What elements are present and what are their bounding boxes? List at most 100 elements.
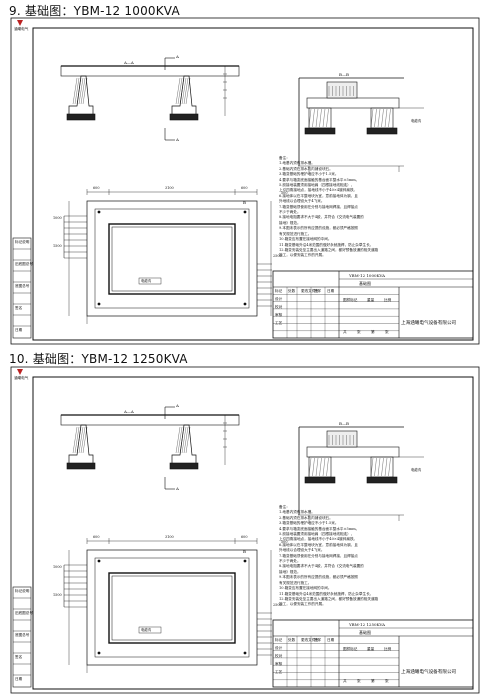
note-line: 7.箱变基础须使用在分别与接地网焊接，且焊接点	[279, 204, 358, 209]
tb-sub-label: 重量	[367, 647, 375, 651]
tb-header: 日期	[327, 638, 335, 642]
tb-sheet-label: 共	[343, 679, 347, 683]
bb-footing-1	[370, 107, 394, 129]
tb-sub-label: 比例	[384, 647, 392, 651]
note-line: 接地》规范。	[279, 569, 301, 574]
note-line: 5.設接地装置须用接地扁（四根接地线相连），	[279, 183, 355, 188]
bb-box	[326, 430, 358, 448]
ground-point-1	[243, 210, 247, 214]
note-line: 10.箱变应布置在接地网的中间。	[279, 237, 332, 242]
notes-title: 备注：	[279, 505, 290, 509]
note-line: 上引四角接地点，接地线不小于40×4镀锌扁铁。	[279, 188, 358, 193]
hatch-line	[179, 77, 185, 105]
inner-frame	[32, 27, 474, 341]
hatch-line	[181, 426, 187, 454]
bb-base-1	[366, 476, 398, 484]
note-line: 8.接地电阻要求不大于4欧，并符合《交流电气装置的	[279, 564, 364, 569]
aa-footing-0	[68, 424, 94, 466]
bb-footing-1	[370, 456, 394, 478]
technical-drawing	[10, 366, 480, 694]
hatch-line	[76, 77, 82, 105]
section-marker-a-bottom: A	[176, 137, 179, 142]
hatch-line	[377, 457, 381, 477]
inner-frame	[32, 376, 474, 690]
tb-header: 处数	[288, 638, 296, 642]
ground-point-3	[243, 302, 247, 306]
bb-base-0	[304, 127, 336, 135]
section-bb-title: B—B	[339, 72, 349, 77]
note-line: 外地线以合理设大于4飞米。	[279, 548, 325, 553]
tb-role: 校对	[275, 654, 283, 658]
note-line: 11.箱变基础外沿4米范围的做好永就施焊，防止杂草生长。	[279, 242, 374, 247]
cable-trench-label: 电缆沟	[411, 119, 422, 123]
aa-base-1	[169, 113, 199, 121]
aa-base-0	[66, 462, 96, 470]
tb-role: 工艺	[275, 321, 283, 325]
title-drawing-name: 基础图	[359, 630, 371, 635]
side-strip-label: 签名	[15, 655, 23, 659]
hatch-line	[78, 77, 84, 105]
tb-sub-label: 比例	[384, 298, 392, 302]
side-strip	[12, 586, 32, 688]
note-line: 1.地基内须有排水槽。	[279, 510, 315, 515]
notes-block: 备注：1.地基内须有排水槽。2.基础内须在排水坑内铺设块石。3.箱变基础的埋护墙…	[279, 505, 378, 608]
note-line: 12.箱变安装处至主要出入道路之间，都好预备放通的相关道路	[279, 596, 379, 601]
note-line: 10.箱变应布置在接地网的中间。	[279, 586, 332, 591]
dim-1500: 1500	[53, 244, 62, 248]
bb-base-0	[304, 476, 336, 484]
tb-header: 签字	[314, 638, 322, 642]
side-strip	[12, 237, 32, 339]
note-line: 上引四角接地点，接地线不小于40×4镀锌扁铁。	[279, 537, 358, 542]
tb-sheet-label: 张	[385, 679, 389, 683]
note-line: 12.箱变安装处至主要出入道路之间，都好预备放通的相关道路	[279, 247, 379, 252]
side-strip-label: 日期	[15, 677, 23, 681]
note-line: 3.箱变基础的埋护墙应不小于1.5米。	[279, 521, 339, 526]
aa-base-1	[169, 462, 199, 470]
note-line: 外地线以合理设大于4飞米。	[279, 199, 325, 204]
dim-500: 500	[281, 191, 288, 195]
dim-2500: 2500	[273, 254, 282, 258]
hatch-line	[72, 426, 78, 454]
plan-box	[108, 223, 236, 295]
title-company: 上海涵曦电气设备有限公司	[401, 670, 457, 675]
note-line: 6.接地体以在平整地块为宜，意前接地体为钢，且	[279, 193, 358, 198]
hatch-line	[82, 426, 88, 454]
bb-footing-0	[308, 107, 332, 129]
section-marker-a-bottom: A	[176, 486, 179, 491]
hatch-line	[322, 108, 326, 128]
hatch-line	[177, 426, 183, 454]
tb-sub-label: 图样标记	[343, 298, 358, 302]
note-line: 不少于两处。	[279, 559, 301, 564]
aa-footing-1	[171, 75, 197, 117]
plan-outer	[86, 200, 258, 317]
note-line: 施工，以便安装工作的开展。	[279, 602, 326, 607]
outer-border	[10, 17, 480, 345]
ground-point-2	[97, 651, 101, 655]
logo-text: 涵曦电气	[14, 376, 29, 380]
hatch-line	[183, 77, 189, 105]
dim-3100: 3100	[165, 535, 174, 539]
tb-header: 标记	[275, 638, 283, 642]
side-strip-label: 签名	[15, 306, 23, 310]
dim-2500: 2500	[273, 603, 282, 607]
plan-box-inner	[111, 226, 233, 292]
note-line: 11.箱变基础外沿4米范围的做好永就施焊，防止杂草生长。	[279, 591, 374, 596]
ground-point-2	[97, 302, 101, 306]
plan-box	[108, 572, 236, 644]
note-line: 1.地基内须有排水槽。	[279, 161, 315, 166]
tb-header: 处数	[288, 289, 296, 293]
logo-icon	[17, 369, 23, 375]
ground-label: 电缆沟	[141, 628, 152, 632]
side-strip-label: 底图总号	[15, 633, 30, 637]
note-line: 8.接地电阻要求不大于4欧，并符合《交流电气装置的	[279, 215, 364, 220]
hatch-line	[179, 426, 185, 454]
tb-sheet-label: 第	[371, 679, 375, 683]
hatch-line	[175, 77, 181, 105]
tb-role: 校对	[275, 305, 283, 309]
tb-header: 标记	[275, 289, 283, 293]
hatch-line	[388, 457, 391, 477]
hatch-line	[80, 426, 86, 454]
hatch-line	[308, 108, 312, 128]
aa-slab	[60, 414, 240, 426]
